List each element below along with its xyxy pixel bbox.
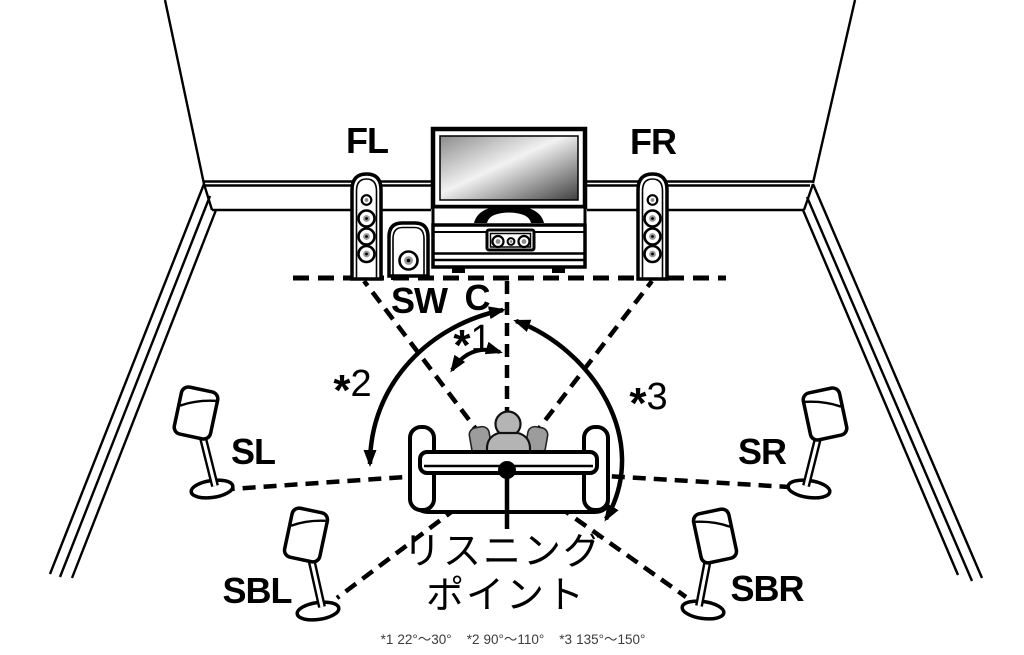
listening-point-marker bbox=[498, 461, 516, 529]
angle-marker-3: *3 bbox=[629, 376, 667, 428]
label-center: C bbox=[464, 277, 491, 318]
tv bbox=[430, 126, 588, 273]
angle-marker-1: *1 bbox=[453, 318, 491, 370]
rack-foot-left bbox=[452, 267, 465, 273]
center-speaker bbox=[485, 228, 536, 252]
surround-right-speaker bbox=[786, 386, 849, 500]
left-wall-corner bbox=[163, 0, 206, 185]
angle-arc-1 bbox=[450, 341, 503, 373]
label-surround-left: SL bbox=[230, 431, 276, 472]
left-floor-edge bbox=[48, 183, 206, 575]
label-surround-right: SR bbox=[737, 431, 787, 472]
right-corner-edge bbox=[802, 183, 815, 211]
surround-left-speaker bbox=[172, 385, 235, 500]
room-outline bbox=[48, 0, 984, 582]
right-floor-edge bbox=[811, 183, 984, 579]
listening-point-label-line1: リスニング bbox=[402, 531, 604, 573]
asterisk-icon: * bbox=[333, 366, 350, 415]
angle-marker-2: *2 bbox=[333, 363, 371, 415]
surround-back-right-speaker bbox=[680, 507, 739, 621]
label-surround-back-left: SBL bbox=[222, 570, 293, 611]
right-wall-corner bbox=[811, 0, 857, 184]
angle-arc-2 bbox=[363, 306, 506, 467]
asterisk-icon: * bbox=[453, 321, 470, 370]
label-subwoofer: SW bbox=[391, 280, 448, 321]
angle-arcs bbox=[363, 306, 625, 522]
angle-arc-3 bbox=[513, 318, 625, 522]
label-surround-back-right: SBR bbox=[730, 568, 804, 609]
label-front-right: FR bbox=[630, 121, 677, 162]
tv-pedestal bbox=[474, 205, 544, 223]
subwoofer-speaker bbox=[387, 221, 430, 280]
label-front-left: FL bbox=[346, 120, 389, 161]
surround-back-left-speaker bbox=[282, 506, 341, 622]
front-left-speaker bbox=[350, 172, 383, 281]
tv-screen bbox=[439, 135, 579, 201]
listening-point-label-line2: ポイント bbox=[425, 575, 587, 617]
front-right-speaker bbox=[636, 172, 669, 281]
sight-line-surround-back-left bbox=[335, 468, 509, 600]
sight-line-front-right bbox=[505, 279, 654, 472]
asterisk-icon: * bbox=[629, 379, 646, 428]
sight-line-surround-back-right bbox=[505, 468, 688, 599]
rack-foot-right bbox=[552, 267, 565, 273]
left-corner-edge bbox=[202, 183, 214, 211]
